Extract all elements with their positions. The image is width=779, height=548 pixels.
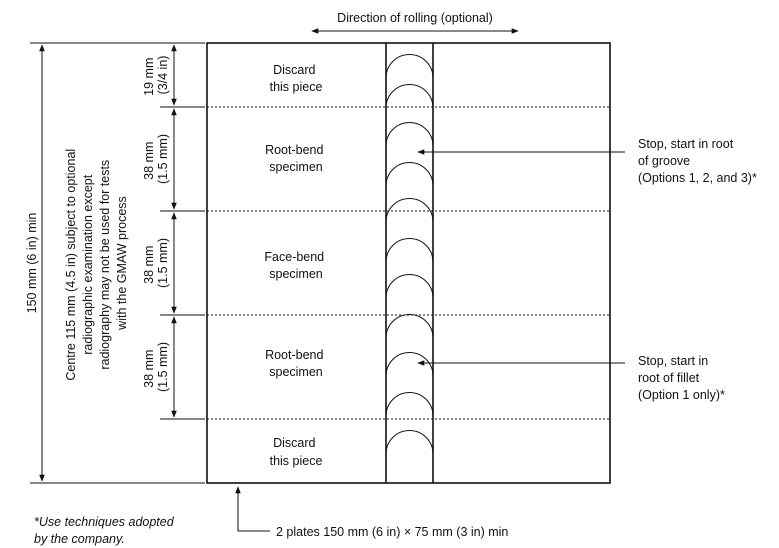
overall-dimension-label: 150 mm (6 in) min [25, 213, 39, 314]
section-label-discard-bottom: Discard this piece [270, 436, 323, 468]
specimen-1-dimension-label: 38 mm (1.5 mm) [142, 134, 170, 184]
discard-dimension-label: 19 mm (3/4 in) [142, 54, 170, 96]
direction-label: Direction of rolling (optional) [337, 11, 493, 25]
section-label-discard-top: Discard this piece [270, 63, 323, 94]
callout-groove: Stop, start in root of groove (Options 1… [638, 137, 757, 185]
section-label-face-bend: Face-bend specimen [264, 250, 327, 281]
footnote: *Use techniques adopted by the company. [34, 515, 177, 546]
plates-leader [235, 486, 270, 532]
callout-fillet: Stop, start in root of fillet (Option 1 … [638, 354, 725, 402]
specimen-3-dimension-label: 38 mm (1.5 mm) [142, 342, 170, 392]
section-label-root-bend-2: Root-bend specimen [265, 348, 327, 379]
specimen-2-dimension-label: 38 mm (1.5 mm) [142, 238, 170, 288]
plate-outline [206, 42, 611, 484]
section-label-root-bend-1: Root-bend specimen [265, 143, 327, 174]
weld-bead [385, 43, 434, 483]
centre-radiography-note: Centre 115 mm (4.5 in) subject to option… [64, 145, 129, 380]
plates-label: 2 plates 150 mm (6 in) × 75 mm (3 in) mi… [276, 525, 508, 539]
